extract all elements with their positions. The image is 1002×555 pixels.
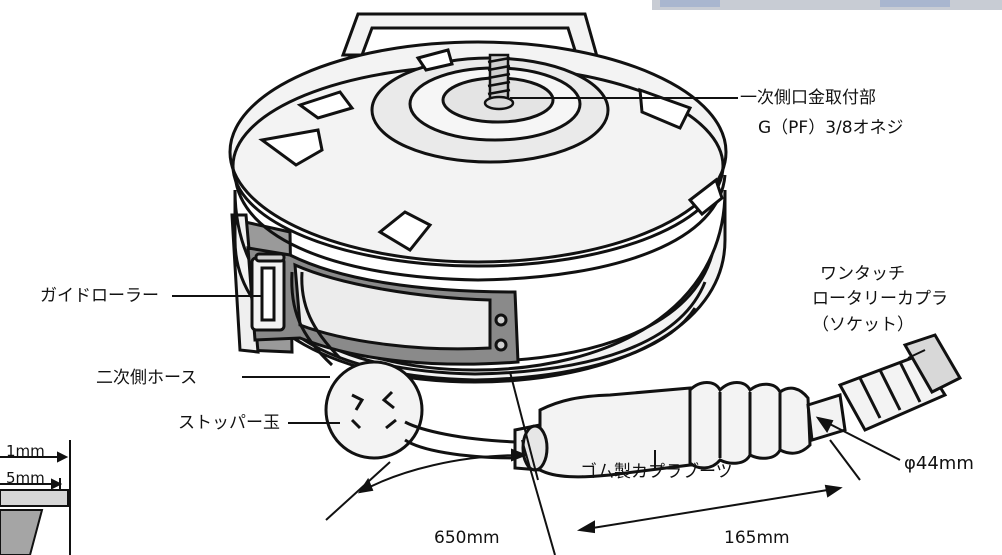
left-detail-drawing <box>0 440 71 555</box>
label-coupler-line1: ワンタッチ <box>820 264 905 284</box>
label-stopper-ball: ストッパー玉 <box>178 413 280 433</box>
cropped-photo-strip <box>652 0 1002 10</box>
dimension-lines <box>325 371 861 555</box>
dimension-coupler-diameter: φ44mm <box>904 453 974 474</box>
hose-to-boot <box>404 420 519 460</box>
inlet-thread <box>483 53 515 111</box>
rotary-coupler-shape <box>806 333 963 442</box>
label-rubber-boot: ゴム製カプラブーツ <box>580 462 733 482</box>
label-guide-roller: ガイドローラー <box>40 286 159 306</box>
guide-plate <box>246 246 520 366</box>
label-primary-thread: G（PF）3/8オネジ <box>758 118 904 138</box>
cover-notches <box>258 48 724 252</box>
secondary-hose-line <box>290 271 342 367</box>
dimension-hose-length: 650mm <box>434 528 500 548</box>
rubber-boot-shape <box>513 381 812 479</box>
label-secondary-hose: 二次側ホース <box>96 368 198 388</box>
label-coupler-line3: （ソケット） <box>812 315 914 335</box>
dimension-left-2: 5mm <box>6 469 45 487</box>
dimension-left-1: 1mm <box>6 442 45 460</box>
label-coupler-line2: ロータリーカプラ <box>812 289 948 309</box>
dimension-boot-length: 165mm <box>724 528 790 548</box>
stopper-ball-shape <box>324 360 424 460</box>
label-primary-fitting: 一次側口金取付部 <box>740 88 876 108</box>
leader-lines <box>172 97 926 468</box>
